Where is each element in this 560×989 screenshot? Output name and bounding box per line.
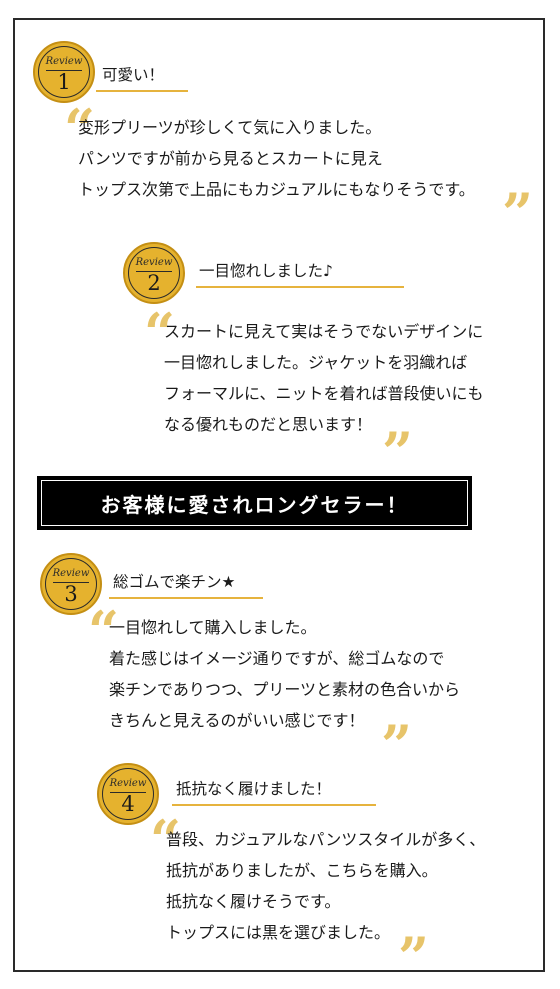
review-line: トップスには黒を選びました。: [166, 923, 391, 942]
headline-banner: お客様に愛されロングセラー！: [37, 476, 472, 530]
badge-divider: [46, 70, 82, 71]
review-line: 楽チンでありつつ、プリーツと素材の色合いから: [109, 680, 461, 699]
review-line: 普段、カジュアルなパンツスタイルが多く、: [166, 830, 486, 849]
review-line: 一目惚れしました。ジャケットを羽織れば: [164, 353, 468, 372]
review-line: トップス次第で上品にもカジュアルにもなりそうです。: [78, 180, 475, 199]
review-title-1: 可愛い！: [102, 66, 165, 84]
badge-number: 2: [147, 271, 161, 295]
review-body-4: 普段、カジュアルなパンツスタイルが多く、 抵抗がありましたが、こちらを購入。 抵…: [166, 824, 485, 948]
close-quote-icon-1: ”: [502, 181, 534, 245]
title-underline-2: [196, 286, 404, 288]
title-underline-3: [109, 597, 263, 599]
review-badge-1: Review 1: [33, 41, 95, 103]
banner-text: お客様に愛されロングセラー！: [41, 480, 468, 526]
review-line: 変形プリーツが珍しくて気に入りました。: [78, 118, 382, 137]
title-underline-1: [96, 90, 188, 92]
review-body-2: スカートに見えて実はそうでないデザインに 一目惚れしました。ジャケットを羽織れば…: [164, 316, 484, 440]
review-line: スカートに見えて実はそうでないデザインに: [164, 322, 484, 341]
open-quote-icon-2: “: [144, 301, 176, 365]
title-underline-4: [172, 804, 376, 806]
review-title-4: 抵抗なく履けました！: [176, 780, 332, 798]
open-quote-icon-4: “: [150, 808, 182, 872]
review-line: なる優れものだと思います！: [164, 415, 373, 434]
review-body-3: 一目惚れして購入しました。 着た感じはイメージ通りですが、総ゴムなので 楽チンで…: [109, 612, 460, 736]
close-quote-icon-3: ”: [381, 713, 413, 777]
review-badge-4: Review 4: [97, 763, 159, 825]
review-body-1: 変形プリーツが珍しくて気に入りました。 パンツですが前から見るとスカートに見え …: [78, 112, 475, 205]
badge-divider: [136, 271, 172, 272]
review-line: 抵抗がありましたが、こちらを購入。: [166, 861, 438, 880]
review-title-2: 一目惚れしました♪: [199, 262, 333, 280]
review-title-3: 総ゴムで楽チン★: [113, 573, 236, 591]
badge-number: 4: [121, 792, 135, 816]
review-line: 一目惚れして購入しました。: [109, 618, 317, 637]
badge-label: Review: [52, 568, 90, 579]
review-line: フォーマルに、ニットを着れば普段使いにも: [164, 384, 484, 403]
close-quote-icon-4: ”: [398, 925, 430, 989]
close-quote-icon-2: ”: [382, 420, 414, 484]
badge-divider: [53, 582, 89, 583]
badge-label: Review: [135, 257, 173, 268]
review-line: きちんと見えるのがいい感じです！: [109, 711, 365, 730]
badge-label: Review: [109, 778, 147, 789]
review-line: パンツですが前から見るとスカートに見え: [78, 149, 383, 168]
open-quote-icon-3: “: [88, 599, 120, 663]
badge-divider: [110, 792, 146, 793]
review-badge-2: Review 2: [123, 242, 185, 304]
review-line: 抵抗なく履けそうです。: [166, 892, 341, 911]
badge-label: Review: [45, 56, 83, 67]
badge-number: 1: [57, 70, 71, 94]
page-frame: [13, 18, 545, 972]
open-quote-icon-1: “: [64, 97, 96, 161]
review-badge-3: Review 3: [40, 553, 102, 615]
review-line: 着た感じはイメージ通りですが、総ゴムなので: [109, 649, 445, 668]
